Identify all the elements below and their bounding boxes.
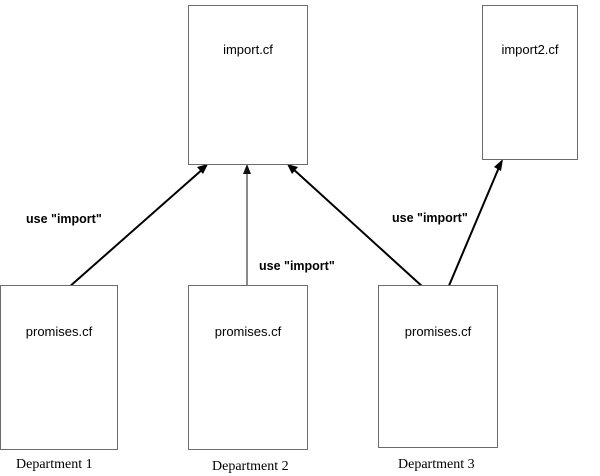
- node-import2-cf[interactable]: import2.cf: [482, 5, 578, 160]
- edge-label-promises1-to-import: use "import": [26, 212, 102, 226]
- node-promises-cf-dept3[interactable]: promises.cf: [378, 285, 498, 448]
- edge-promises3-to-import: [291, 167, 425, 289]
- node-promises-cf-dept1[interactable]: promises.cf: [0, 285, 118, 450]
- arrowhead-promises1-to-import: [197, 164, 208, 174]
- arrowhead-promises3-to-import2: [494, 159, 503, 171]
- department-label-2: Department 2: [212, 459, 289, 474]
- department-label-3: Department 3: [398, 457, 475, 472]
- arrowhead-promises2-to-import: [243, 164, 251, 174]
- node-import2-cf-label: import2.cf: [501, 42, 559, 57]
- node-promises-cf-dept2[interactable]: promises.cf: [188, 285, 308, 450]
- node-import-cf[interactable]: import.cf: [188, 5, 308, 165]
- edge-promises3-to-import2: [447, 164, 501, 289]
- department-label-1: Department 1: [16, 457, 93, 472]
- edge-promises1-to-import: [67, 167, 205, 289]
- arrowhead-promises3-to-import: [287, 164, 298, 174]
- node-promises-cf-dept2-label: promises.cf: [214, 324, 282, 339]
- node-promises-cf-dept1-label: promises.cf: [25, 324, 93, 339]
- node-import-cf-label: import.cf: [223, 42, 273, 57]
- edge-label-promises2-to-import: use "import": [259, 259, 335, 273]
- edge-label-promises3-to-import2: use "import": [392, 211, 468, 225]
- node-promises-cf-dept3-label: promises.cf: [404, 324, 472, 339]
